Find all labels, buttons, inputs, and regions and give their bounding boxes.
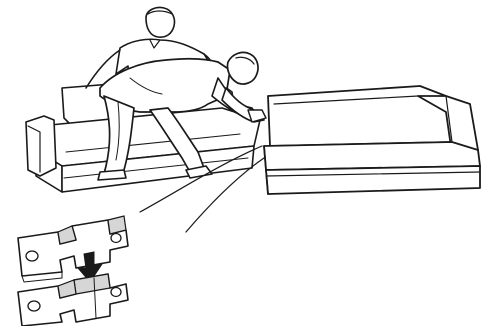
connector-bracket-top <box>18 216 128 282</box>
callout-lines <box>140 146 264 232</box>
down-arrow-icon <box>78 252 102 282</box>
connector-bracket-bottom <box>18 274 128 326</box>
right-sofa-section <box>264 86 480 194</box>
person-bending <box>98 52 266 180</box>
